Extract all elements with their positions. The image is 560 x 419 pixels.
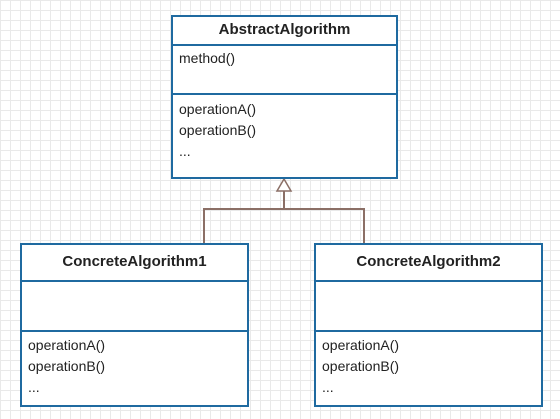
method-item: ... (322, 379, 334, 395)
class-fields (22, 280, 247, 330)
method-item: operationA() (322, 337, 400, 353)
class-name: ConcreteAlgorithm2 (356, 253, 501, 270)
inheritance-line-concrete2 (284, 208, 365, 243)
method-item: operationB() (322, 358, 400, 374)
class-methods: operationA() operationB() ... (173, 93, 396, 162)
method-item: ... (28, 379, 40, 395)
class-methods: operationA() operationB() ... (22, 330, 247, 398)
class-name: AbstractAlgorithm (218, 21, 351, 38)
class-abstract-algorithm[interactable]: AbstractAlgorithm method() operationA() … (171, 15, 398, 179)
class-name: ConcreteAlgorithm1 (62, 253, 207, 270)
generalization-arrowhead (275, 177, 293, 192)
field-item: method() (179, 50, 236, 66)
method-item: operationA() (179, 101, 257, 117)
method-item: operationB() (179, 122, 257, 138)
class-methods: operationA() operationB() ... (316, 330, 541, 398)
method-item: operationA() (28, 337, 106, 353)
method-item: operationB() (28, 358, 106, 374)
class-concrete-algorithm-2[interactable]: ConcreteAlgorithm2 operationA() operatio… (314, 243, 543, 407)
class-fields (316, 280, 541, 330)
class-concrete-algorithm-1[interactable]: ConcreteAlgorithm1 operationA() operatio… (20, 243, 249, 407)
method-item: ... (179, 143, 191, 159)
inheritance-line-concrete1 (203, 191, 285, 243)
class-fields: method() (173, 44, 396, 93)
